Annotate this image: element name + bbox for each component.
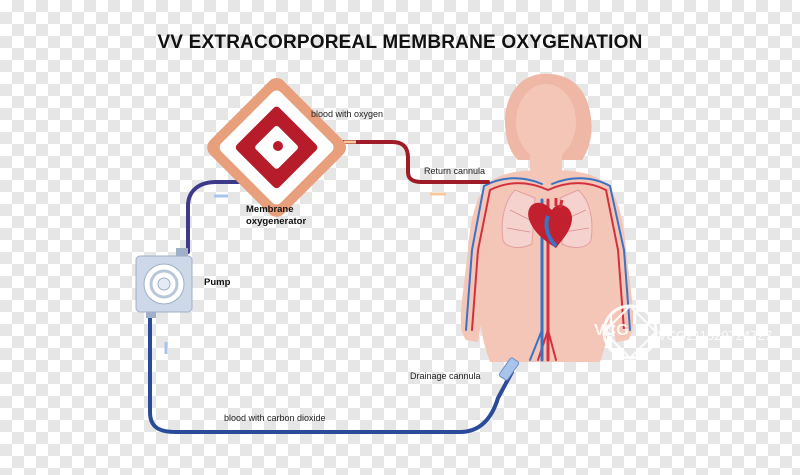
return-tube <box>316 140 490 184</box>
label-oxygenerator: oxygenerator <box>246 216 307 227</box>
label-blood-with-carbon-dioxide: blood with carbon dioxide <box>224 413 326 423</box>
membrane-oxygenator <box>207 78 346 217</box>
diagram-title: VV EXTRACORPOREAL MEMBRANE OXYGENATION <box>157 32 643 53</box>
flow-arrows <box>164 140 446 354</box>
drainage-tube <box>148 310 514 434</box>
label-blood-with-oxygen: blood with oxygen <box>311 109 384 119</box>
lungs <box>501 189 593 248</box>
watermark-stock-id: VCG211529724727 <box>658 328 772 343</box>
label-membrane: Membrane <box>246 204 294 215</box>
watermark-logo <box>602 304 658 360</box>
oxygenator-to-pump-tube <box>186 180 248 254</box>
label-drainage-cannula: Drainage cannula <box>410 371 481 381</box>
watermark-logo-text: VCG <box>594 322 629 339</box>
label-return-cannula: Return cannula <box>424 166 486 176</box>
heart <box>528 198 572 248</box>
pump <box>135 248 193 318</box>
label-pump: Pump <box>204 277 231 288</box>
drainage-cannula <box>498 357 520 381</box>
